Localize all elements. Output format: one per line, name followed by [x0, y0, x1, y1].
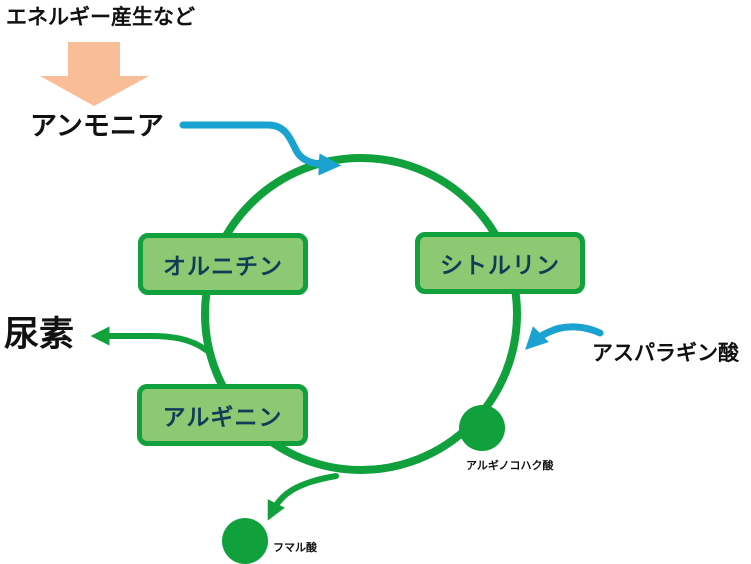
energy-down-arrow — [40, 42, 149, 106]
urea-cycle-ring — [201, 154, 521, 474]
argininosuccinic-acid-node — [459, 405, 505, 451]
fumarate-output-arrow — [267, 473, 339, 521]
citrulline-box: シトルリン — [415, 232, 585, 294]
fumaric-acid-node — [222, 518, 268, 564]
aspartic-acid-input-arrow — [525, 323, 604, 350]
urea-output-arrow — [90, 326, 209, 353]
ornithine-box: オルニチン — [138, 233, 308, 295]
aspartic-acid-label: アスパラギン酸 — [592, 341, 739, 365]
fumaric-acid-label: フマル酸 — [273, 541, 317, 554]
arginine-label: アルギニン — [162, 405, 283, 431]
ammonia-input-arrow — [179, 121, 342, 176]
energy-production-label: エネルギー産生など — [6, 5, 195, 29]
citrulline-label: シトルリン — [440, 253, 560, 279]
ammonia-label: アンモニア — [30, 111, 164, 142]
arginine-box: アルギニン — [137, 384, 308, 446]
ornithine-label: オルニチン — [163, 254, 283, 280]
argininosuccinic-acid-label: アルギノコハク酸 — [466, 459, 554, 472]
urea-label: 尿素 — [4, 315, 75, 355]
